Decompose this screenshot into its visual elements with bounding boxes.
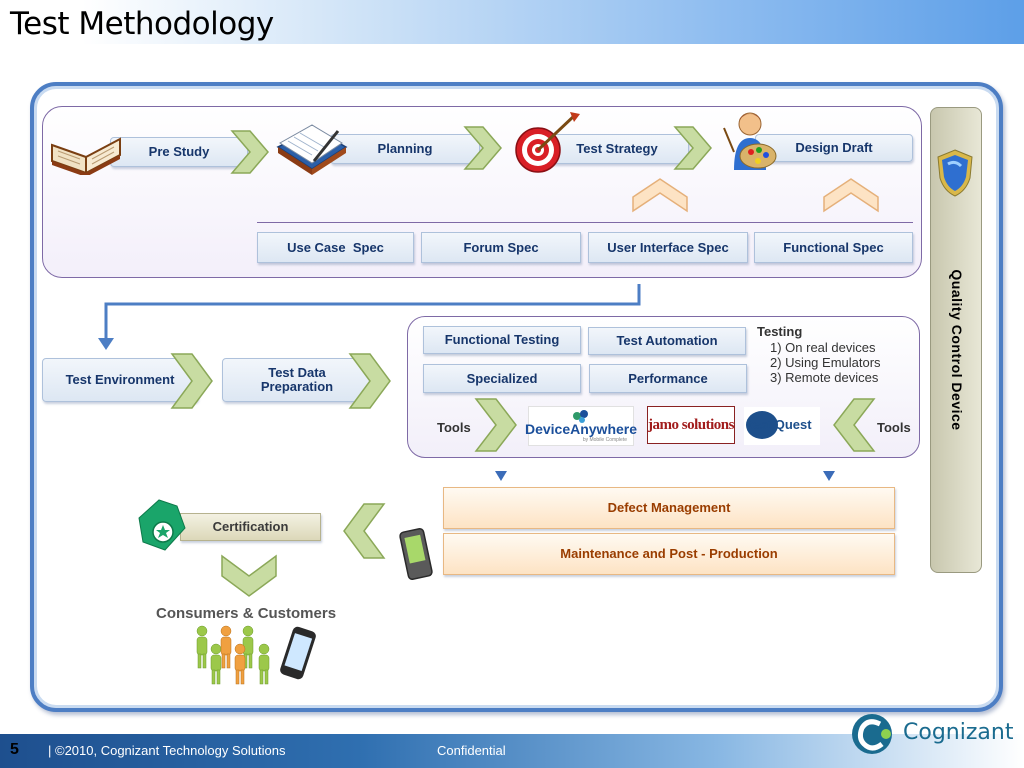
chevron-right-icon — [474, 398, 517, 452]
chevron-right-icon — [673, 126, 712, 170]
maintenance-box[interactable]: Maintenance and Post - Production — [443, 533, 895, 575]
device-anywhere-logo: DeviceAnywhere by Mobile Complete — [524, 406, 638, 446]
testing-item: 1) On real devices — [770, 340, 876, 355]
people-group-icon — [196, 625, 270, 685]
chevron-right-icon — [230, 130, 269, 174]
smartphone-icon — [280, 626, 316, 680]
chevron-right-icon — [463, 126, 502, 170]
use-case-spec[interactable]: Use Case Spec — [257, 232, 414, 263]
chevron-right-icon — [348, 353, 391, 409]
down-arrow-icon — [823, 471, 835, 481]
tools-left-label: Tools — [437, 420, 471, 435]
test-quest-oval — [746, 411, 778, 439]
device-anywhere-mark — [573, 410, 588, 423]
test-automation-box[interactable]: Test Automation — [588, 327, 746, 355]
design-draft-step[interactable]: Design Draft — [755, 134, 913, 162]
quality-control-bar — [930, 107, 982, 573]
testing-title: Testing — [757, 324, 803, 339]
performance-label: Performance — [628, 370, 708, 386]
cognizant-logo-icon — [852, 714, 892, 754]
chevron-right-icon — [170, 353, 213, 409]
forum-spec-label: Forum Spec — [463, 239, 539, 255]
chevron-up-icon — [632, 178, 688, 213]
brand-name: Cognizant — [903, 720, 1014, 745]
test-environment-step[interactable]: Test Environment — [42, 358, 198, 402]
open-book-icon — [51, 137, 121, 175]
slide-number: 5 — [10, 741, 19, 758]
functional-testing-label: Functional Testing — [444, 332, 560, 347]
maintenance-label: Maintenance and Post - Production — [560, 546, 778, 561]
test-data-preparation-step[interactable]: Test Data Preparation — [222, 358, 372, 402]
specialized-label: Specialized — [466, 370, 538, 386]
device-anywhere-tagline: by Mobile Complete — [582, 437, 627, 443]
chevron-up-icon — [823, 178, 879, 213]
specialized-box[interactable]: Specialized — [423, 364, 581, 393]
certificate-badge-icon — [138, 499, 186, 551]
testing-item: 2) Using Emulators — [770, 355, 881, 370]
top-divider — [257, 222, 913, 223]
functional-testing-box[interactable]: Functional Testing — [423, 326, 581, 354]
pre-study-label: Pre Study — [148, 144, 210, 159]
certification-box[interactable]: Certification — [180, 513, 321, 541]
jamo-solutions-logo: jamo solutions — [647, 406, 735, 444]
pre-study-step[interactable]: Pre Study — [110, 137, 248, 167]
test-data-preparation-label: Test Data Preparation — [260, 365, 334, 394]
notebook-icon — [276, 124, 348, 175]
chevron-left-icon — [343, 503, 386, 559]
design-draft-label: Design Draft — [795, 140, 873, 155]
defect-management-box[interactable]: Defect Management — [443, 487, 895, 529]
tools-right-label: Tools — [877, 420, 911, 435]
shield-icon — [937, 149, 973, 197]
quality-control-label: Quality Control Device — [949, 269, 965, 431]
use-case-spec-label: Use Case Spec — [287, 239, 384, 255]
title-bar — [0, 0, 1024, 44]
down-arrow-icon — [495, 471, 507, 481]
connector-arrow — [98, 284, 641, 350]
forum-spec[interactable]: Forum Spec — [421, 232, 581, 263]
page-title: Test Methodology — [10, 6, 274, 42]
chevron-left-icon — [833, 398, 876, 452]
confidential-label: Confidential — [437, 743, 506, 758]
planning-label: Planning — [377, 141, 433, 156]
test-quest-text: test Quest — [748, 417, 812, 432]
functional-spec-label: Functional Spec — [783, 239, 884, 255]
testing-item: 3) Remote devices — [770, 370, 879, 385]
device-anywhere-text: DeviceAnywhere — [524, 421, 638, 437]
performance-box[interactable]: Performance — [589, 364, 747, 393]
functional-spec[interactable]: Functional Spec — [754, 232, 913, 263]
user-interface-spec-label: User Interface Spec — [607, 239, 729, 255]
certification-label: Certification — [212, 519, 289, 534]
target-icon — [515, 112, 580, 173]
consumers-label: Consumers & Customers — [156, 605, 337, 622]
planning-step[interactable]: Planning — [330, 134, 480, 164]
mobile-phone-icon — [399, 528, 433, 580]
test-quest-logo: test Quest — [744, 407, 820, 445]
test-automation-label: Test Automation — [616, 333, 718, 348]
test-strategy-label: Test Strategy — [576, 141, 658, 156]
painter-icon — [723, 112, 777, 170]
jamo-solutions-text: jamo solutions — [648, 416, 734, 433]
defect-management-label: Defect Management — [607, 500, 731, 515]
copyright-text: | ©2010, Cognizant Technology Solutions — [48, 743, 286, 758]
chevron-down-icon — [221, 554, 277, 597]
test-environment-label: Test Environment — [65, 372, 175, 387]
user-interface-spec[interactable]: User Interface Spec — [588, 232, 748, 263]
